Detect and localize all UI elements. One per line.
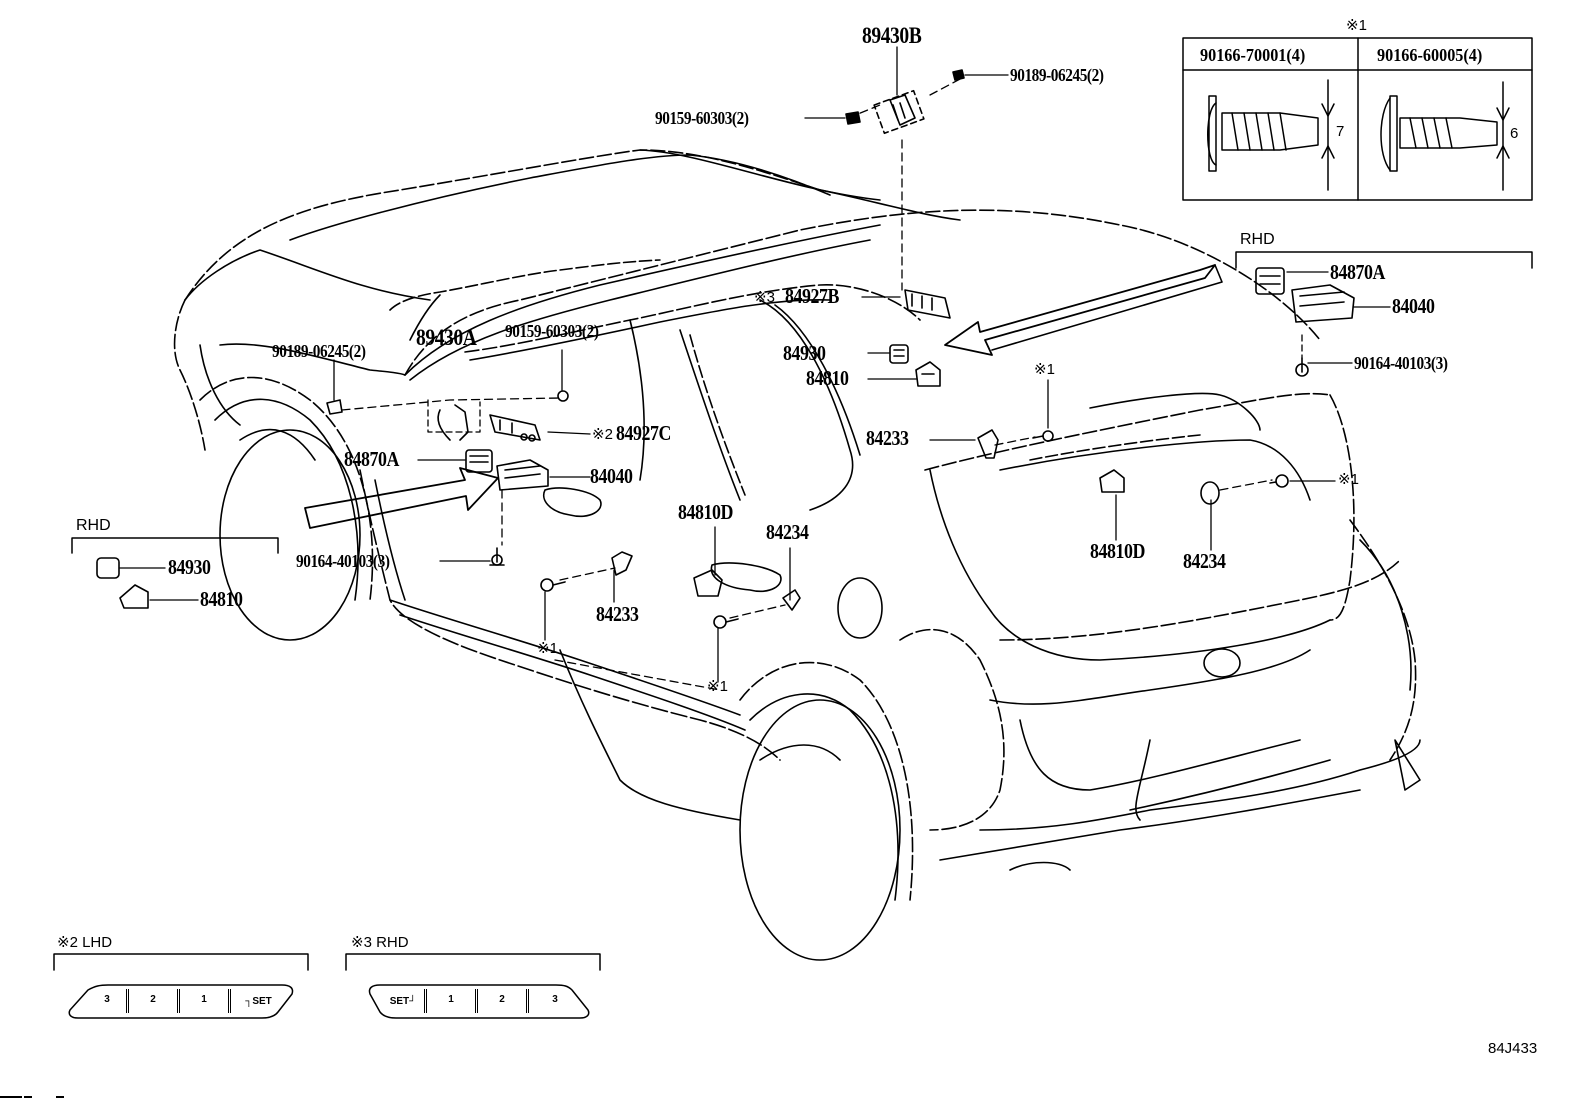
note3-marker-center: ※3 <box>754 289 775 306</box>
table-header-90166-60005[interactable]: 90166-60005(4) <box>1377 45 1483 65</box>
label-84234-left[interactable]: 84234 <box>766 520 809 544</box>
leader-lines <box>119 46 1391 691</box>
part-84927C-glyph[interactable] <box>489 414 541 442</box>
label-84810-center[interactable]: 84810 <box>806 366 849 390</box>
switch-rhd-label: ※3 RHD <box>351 934 409 951</box>
memory-button-3-rhd[interactable]: 3 <box>552 994 558 1005</box>
dimension-6: 6 <box>1510 125 1519 142</box>
screw-note1-left-a-glyph[interactable] <box>540 578 566 592</box>
screw-90159-top-glyph[interactable] <box>845 111 861 125</box>
bottom-edge-fragment <box>0 1096 22 1098</box>
seat-icon: ┘ <box>409 996 417 1007</box>
screw-note1-rear-glyph[interactable] <box>1269 474 1289 488</box>
switch-lhd-label: ※2 LHD <box>57 934 113 951</box>
note1-marker-left-b: ※1 <box>707 678 728 695</box>
part-84040-left-glyph[interactable] <box>496 459 549 491</box>
screw-note1-left-b-glyph[interactable] <box>713 615 739 629</box>
memory-button-1-rhd[interactable]: 1 <box>427 989 478 1013</box>
part-89430A-glyph[interactable] <box>437 404 469 441</box>
label-89430B[interactable]: 89430B <box>862 23 922 48</box>
part-84233-glyph[interactable] <box>977 429 999 459</box>
memory-set-button[interactable]: ┐SET <box>231 989 286 1013</box>
part-84930-glyph[interactable] <box>889 344 909 364</box>
screw-90159-left-glyph[interactable] <box>557 390 569 402</box>
diagram-id: 84J433 <box>1488 1040 1538 1057</box>
table-header-90166-70001[interactable]: 90166-70001(4) <box>1200 45 1306 65</box>
memory-button-2-rhd[interactable]: 2 <box>478 989 529 1013</box>
label-89430A[interactable]: 89430A <box>416 325 477 350</box>
part-84233-left-glyph[interactable] <box>611 551 633 576</box>
part-84234-rear-glyph[interactable] <box>1200 481 1220 505</box>
label-90164-40103-left[interactable]: 90164-40103(3) <box>296 551 390 571</box>
screw-90189-top-glyph[interactable] <box>952 69 965 81</box>
part-84810-glyph[interactable] <box>915 361 941 387</box>
part-84870A-left-glyph[interactable] <box>465 449 493 473</box>
part-84870A-rhd-glyph[interactable] <box>1255 267 1285 295</box>
vehicle-outline <box>173 149 1421 961</box>
note1-marker-center: ※1 <box>1034 361 1055 378</box>
part-84810-rhd-glyph[interactable] <box>119 584 149 609</box>
note2-marker: ※2 <box>592 426 613 443</box>
note1-table <box>1182 37 1533 201</box>
label-84870A-rhd[interactable]: 84870A <box>1330 260 1385 284</box>
screw-90166-70001-drawing <box>1207 79 1335 191</box>
switch-lhd-buttons: 3 2 1 ┐SET <box>88 989 288 1013</box>
part-84234-left-glyph[interactable] <box>782 589 801 611</box>
label-84930-rhd[interactable]: 84930 <box>168 555 211 579</box>
label-84233-center[interactable]: 84233 <box>866 426 909 450</box>
label-84927B[interactable]: 84927B <box>785 284 839 308</box>
memory-switch-lhd <box>68 984 294 1019</box>
rhd-left-label: RHD <box>76 517 111 534</box>
label-90164-40103-rhd[interactable]: 90164-40103(3) <box>1354 353 1448 373</box>
label-84810D-left[interactable]: 84810D <box>678 500 733 524</box>
rhd-right-label: RHD <box>1240 231 1275 248</box>
parts <box>96 69 1355 629</box>
label-84870A-left[interactable]: 84870A <box>344 447 399 471</box>
screw-90166-60005-drawing <box>1380 81 1510 191</box>
memory-button-2[interactable]: 2 <box>129 989 180 1013</box>
label-90159-60303-left[interactable]: 90159-60303(2) <box>505 321 599 341</box>
screw-note1-center-glyph[interactable] <box>1032 430 1054 442</box>
set-label-rhd: SET <box>389 996 410 1007</box>
part-89430B-glyph[interactable] <box>873 89 925 135</box>
set-label: SET <box>252 996 272 1007</box>
label-84927C[interactable]: 84927C <box>616 421 671 445</box>
brackets <box>53 251 1533 971</box>
part-84810D-left-glyph[interactable] <box>693 569 723 597</box>
switch-rhd-buttons: SET┘ 1 2 3 <box>382 989 582 1013</box>
part-84930-rhd-glyph[interactable] <box>96 557 120 579</box>
note1-marker-rear: ※1 <box>1338 471 1359 488</box>
label-84234-rear[interactable]: 84234 <box>1183 549 1226 573</box>
label-84040-left[interactable]: 84040 <box>590 464 633 488</box>
dimension-7: 7 <box>1336 123 1345 140</box>
screw-90189-left-glyph[interactable] <box>326 399 343 415</box>
memory-button-1[interactable]: 1 <box>180 989 231 1013</box>
part-84927B-glyph[interactable] <box>904 289 951 319</box>
note1-marker: ※1 <box>1346 17 1367 34</box>
memory-button-3[interactable]: 3 <box>88 989 129 1013</box>
label-84040-rhd[interactable]: 84040 <box>1392 294 1435 318</box>
screw-90164-rhd-glyph[interactable] <box>1295 357 1309 377</box>
label-84810D-rear[interactable]: 84810D <box>1090 539 1145 563</box>
label-84930-center[interactable]: 84930 <box>783 341 826 365</box>
note1-marker-left-a: ※1 <box>537 640 558 657</box>
bottom-edge-fragment-3 <box>56 1096 64 1098</box>
part-84810D-rear-glyph[interactable] <box>1099 469 1125 493</box>
part-84040-rhd-glyph[interactable] <box>1291 284 1355 323</box>
label-84233-left[interactable]: 84233 <box>596 602 639 626</box>
label-84810-rhd[interactable]: 84810 <box>200 587 243 611</box>
seat-icon: ┐ <box>245 996 253 1007</box>
label-90189-06245-left[interactable]: 90189-06245(2) <box>272 341 366 361</box>
label-90189-06245-top[interactable]: 90189-06245(2) <box>1010 65 1104 85</box>
bottom-edge-fragment-2 <box>24 1096 32 1098</box>
screw-90164-left-glyph[interactable] <box>489 547 505 566</box>
label-90159-60303-top[interactable]: 90159-60303(2) <box>655 108 749 128</box>
memory-set-button-rhd[interactable]: SET┘ <box>382 989 427 1013</box>
memory-switch-rhd <box>368 984 590 1019</box>
